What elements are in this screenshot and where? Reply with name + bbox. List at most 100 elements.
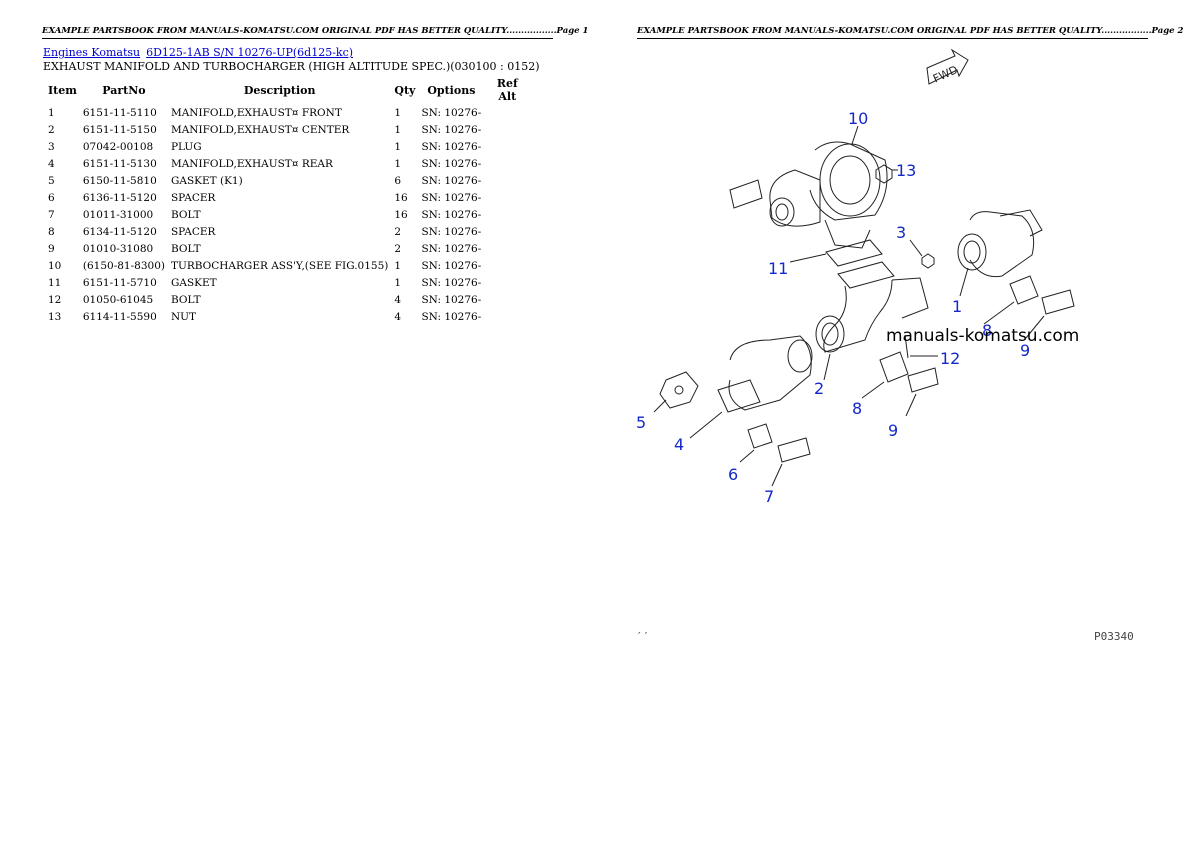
table-row: 3 07042-00108 PLUG 1 SN: 10276- [45,138,530,155]
cell-options: SN: 10276- [421,123,482,136]
cell-description: SPACER [170,191,216,204]
cell-qty: 1 [394,123,402,136]
cell-qty: 16 [394,191,408,204]
bolt-center-drawing [907,367,939,393]
cell-qty: 1 [394,157,402,170]
cell-item: 6 [48,191,55,204]
cell-qty: 1 [394,106,402,119]
callout-3: 3 [896,223,906,242]
page-1-header: EXAMPLE PARTSBOOK FROM MANUALS-KOMATSU.C… [42,26,588,39]
column-header-ref-alt: Ref Alt [496,77,518,103]
cell-item: 1 [48,106,55,119]
spacer-rear-drawing [747,423,773,449]
cell-ref-alt [484,240,530,257]
parts-table: Item PartNo Description Qty Options Ref … [45,76,530,325]
diagram-footer-left: ′′ [636,630,650,643]
cell-partno: 6150-11-5810 [82,174,157,187]
rear-manifold-drawing [717,335,813,413]
spacer-front-drawing [1009,275,1039,305]
cell-ref-alt [484,274,530,291]
cell-qty: 6 [394,174,402,187]
cell-description: GASKET [170,276,217,289]
section-title: EXHAUST MANIFOLD AND TURBOCHARGER (HIGH … [43,60,540,73]
nut-drawing [875,164,893,184]
leader-lines [653,125,1045,487]
cell-ref-alt [484,172,530,189]
callout-11: 11 [768,259,788,278]
cell-description: MANIFOLD,EXHAUST¤ CENTER [170,123,350,136]
cell-ref-alt [484,104,530,121]
diagram-figure-code: P03340 [1094,630,1134,643]
callout-13: 13 [896,161,916,180]
cell-description: BOLT [170,242,201,255]
cell-qty: 1 [394,259,402,272]
cell-qty: 4 [394,310,402,323]
cell-options: SN: 10276- [421,191,482,204]
bolt-front-drawing [1041,289,1075,315]
callout-6: 6 [728,465,738,484]
callout-9-front: 9 [1020,341,1030,360]
cell-qty: 16 [394,208,408,221]
breadcrumb-link-model[interactable]: 6D125-1AB S/N 10276-UP(6d125-kc) [146,46,354,59]
cell-ref-alt [484,155,530,172]
cell-item: 5 [48,174,55,187]
cell-options: SN: 10276- [421,276,482,289]
callout-7: 7 [764,487,774,506]
turbocharger-drawing [729,141,888,249]
column-header-qty: Qty [394,83,416,97]
cell-partno: 01011-31000 [82,208,154,221]
cell-ref-alt [484,206,530,223]
bolt-12-drawing [904,334,909,359]
table-row: 10(6150-81-8300)TURBOCHARGER ASS'Y,(SEE … [45,257,530,274]
cell-item: 3 [48,140,55,153]
cell-item: 4 [48,157,55,170]
callout-labels: 10 13 3 11 1 8 9 12 2 8 9 5 4 6 7 [636,109,1030,506]
gasket-5-drawing [659,371,699,409]
cell-partno: (6150-81-8300) [82,259,165,272]
cell-partno: 07042-00108 [82,140,154,153]
callout-5: 5 [636,413,646,432]
cell-partno: 6136-11-5120 [82,191,157,204]
bolt-rear-drawing [777,437,811,463]
cell-qty: 2 [394,242,402,255]
callout-9-center: 9 [888,421,898,440]
cell-options: SN: 10276- [421,208,482,221]
cell-options: SN: 10276- [421,225,482,238]
center-manifold-drawing [815,261,929,353]
fwd-label: FWD [931,63,960,85]
cell-options: SN: 10276- [421,242,482,255]
column-header-description: Description [243,83,316,97]
gasket-5-hole [674,385,684,395]
cell-item: 11 [48,276,62,289]
cell-description: NUT [170,310,197,323]
cell-options: SN: 10276- [421,293,482,306]
cell-item: 12 [48,293,62,306]
cell-options: SN: 10276- [421,140,482,153]
callout-8-front: 8 [982,321,992,340]
cell-qty: 4 [394,293,402,306]
cell-qty: 1 [394,140,402,153]
gasket-11-drawing [825,239,883,267]
cell-partno: 6114-11-5590 [82,310,157,323]
cell-item: 9 [48,242,55,255]
cell-description: GASKET (K1) [170,174,243,187]
column-header-options: Options [427,83,476,97]
cell-options: SN: 10276- [421,174,482,187]
callout-4: 4 [674,435,684,454]
cell-description: PLUG [170,140,202,153]
breadcrumb-link-engines[interactable]: Engines Komatsu [43,46,141,59]
cell-item: 8 [48,225,55,238]
spacer-center-drawing [879,351,909,383]
cell-options: SN: 10276- [421,259,482,272]
table-row: 6 6136-11-5120 SPACER 16 SN: 10276- [45,189,530,206]
column-header-item: Item [48,83,77,97]
cell-description: MANIFOLD,EXHAUST¤ FRONT [170,106,342,119]
cell-ref-alt [484,121,530,138]
